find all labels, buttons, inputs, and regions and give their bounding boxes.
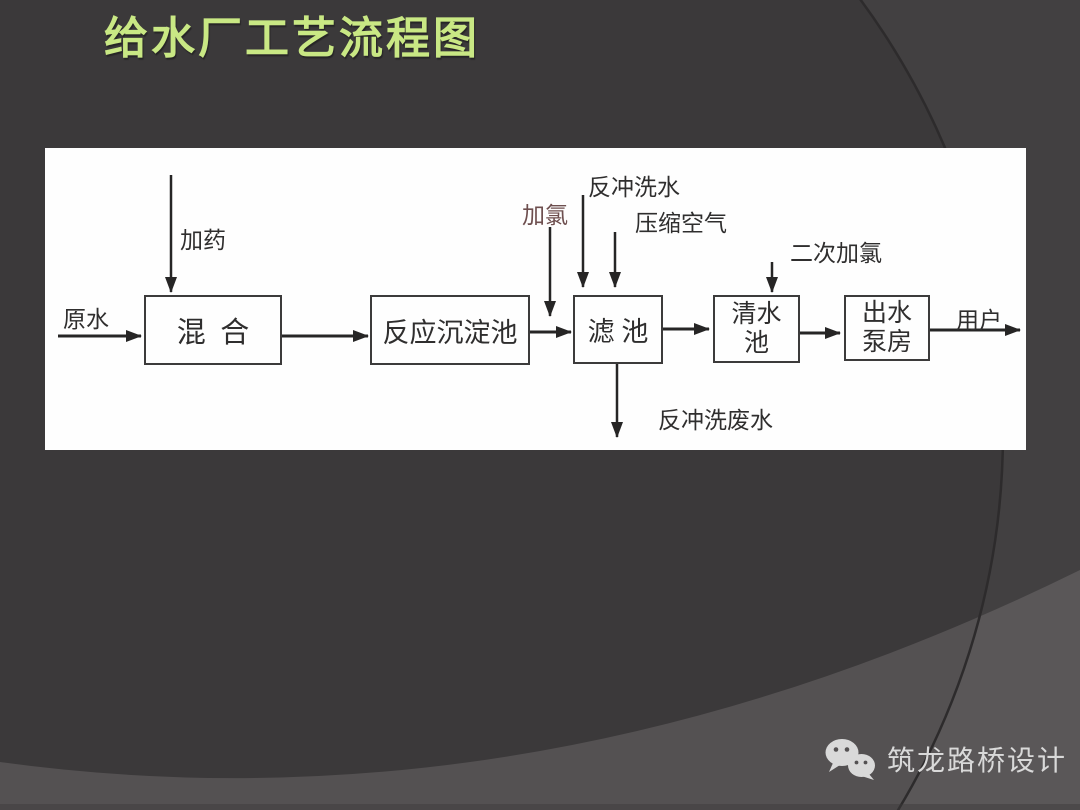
label-backwash-wastewater: 反冲洗废水 <box>658 408 773 433</box>
flow-diagram-panel: 混 合 反应沉淀池 滤 池 清水 池 出水 泵房 原水 加药 加氯 反冲洗水 压… <box>45 148 1026 450</box>
flow-arrows <box>58 175 1021 438</box>
label-compressed-air: 压缩空气 <box>635 211 727 236</box>
flow-box-clear-water-line2: 池 <box>743 330 769 357</box>
flow-box-clear-water-line1: 清水 <box>731 301 782 328</box>
flow-box-reaction-sedimentation: 反应沉淀池 <box>370 295 530 365</box>
label-dosing: 加药 <box>180 228 226 253</box>
flow-box-outlet-pump-line2: 泵房 <box>861 329 912 356</box>
flow-box-mixing: 混 合 <box>144 295 282 365</box>
flow-box-filter-label: 滤 池 <box>587 317 649 347</box>
flow-box-reaction-label: 反应沉淀池 <box>382 317 518 348</box>
flow-box-filter: 滤 池 <box>573 295 663 364</box>
watermark-text: 筑龙路桥设计 <box>887 745 1068 776</box>
label-users: 用户 <box>956 308 1002 333</box>
slide-title: 给水厂工艺流程图 <box>104 14 480 63</box>
flow-box-outlet-pump-line1: 出水 <box>861 300 912 327</box>
label-chlorination: 加氯 <box>522 203 568 228</box>
flow-box-mixing-label: 混 合 <box>176 317 250 349</box>
label-secondary-chlorination: 二次加氯 <box>790 241 882 266</box>
flow-box-outlet-pump: 出水 泵房 <box>844 295 930 361</box>
label-backwash-water: 反冲洗水 <box>588 175 680 200</box>
watermark: 筑龙路桥设计 <box>824 738 1067 780</box>
wechat-icon <box>825 739 875 780</box>
label-raw-water: 原水 <box>63 307 109 332</box>
flow-box-clear-water: 清水 池 <box>713 295 800 363</box>
